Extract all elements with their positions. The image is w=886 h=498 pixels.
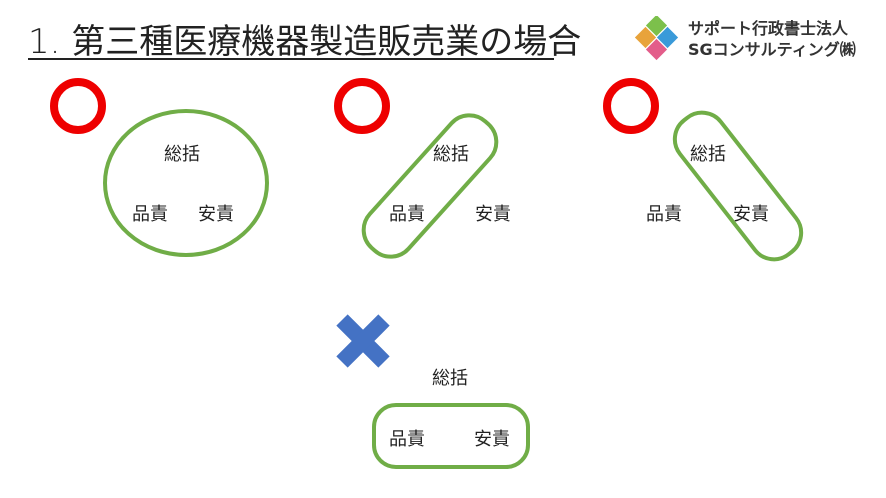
logo-text: サポート行政書士法人 SGコンサルティング㈱ — [688, 18, 856, 60]
role-label-sogatsu: 総括 — [432, 368, 468, 389]
logo-diamond-orange — [634, 26, 657, 49]
role-label-sogatsu: 総括 — [690, 144, 726, 165]
page-title: 1. 第三種医療機器製造販売業の場合 — [28, 22, 582, 62]
group-all-roles — [103, 109, 269, 257]
role-label-hinseki: 品責 — [132, 204, 168, 225]
role-label-anseki: 安責 — [733, 204, 769, 225]
ok-mark-icon — [50, 78, 106, 134]
logo-line-2: SGコンサルティング㈱ — [688, 40, 856, 59]
role-label-anseki: 安責 — [475, 204, 511, 225]
group-sogatsu-anseki — [672, 110, 804, 262]
title-underline — [28, 58, 554, 60]
role-label-anseki: 安責 — [198, 204, 234, 225]
logo-mark-icon — [634, 14, 679, 61]
group-hinseki-anseki — [372, 403, 530, 469]
role-label-hinseki: 品責 — [389, 204, 425, 225]
company-logo: サポート行政書士法人 SGコンサルティング㈱ — [630, 14, 880, 66]
ok-mark-icon — [334, 78, 390, 134]
group-sogatsu-hinseki — [361, 113, 499, 259]
logo-diamond-blue — [656, 26, 679, 49]
role-label-sogatsu: 総括 — [164, 144, 200, 165]
ok-mark-icon — [603, 78, 659, 134]
role-label-hinseki: 品責 — [646, 204, 682, 225]
role-label-hinseki: 品責 — [389, 429, 425, 450]
logo-diamond-pink — [645, 38, 668, 61]
ng-mark-icon — [336, 314, 390, 368]
logo-diamond-green — [645, 14, 668, 37]
role-label-sogatsu: 総括 — [433, 144, 469, 165]
logo-line-1: サポート行政書士法人 — [688, 19, 849, 38]
role-label-anseki: 安責 — [474, 429, 510, 450]
